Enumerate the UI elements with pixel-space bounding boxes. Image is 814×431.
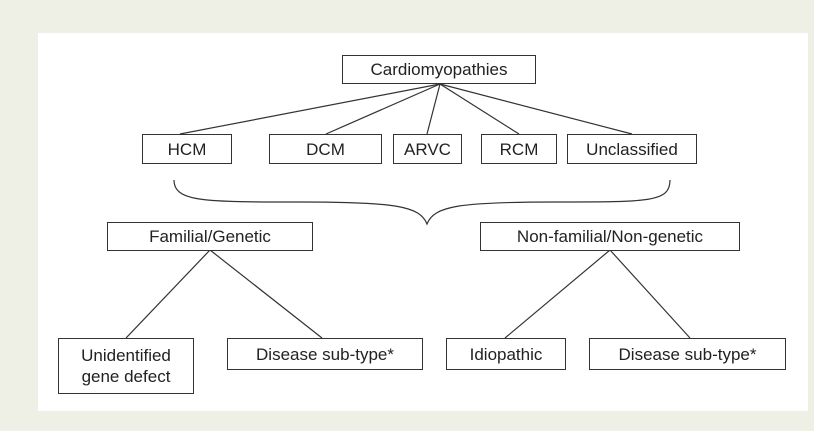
edge-nonfamilial-subtype: [609, 249, 691, 339]
type-node-unclassified: Unclassified: [567, 134, 697, 164]
familial-genetic-node: Familial/Genetic: [107, 222, 313, 251]
edge-root-dcm: [325, 83, 441, 135]
non-familial-disease-subtype-node: Disease sub-type*: [589, 338, 786, 370]
grouping-brace: [173, 179, 671, 226]
edge-familial-subtype: [209, 249, 323, 339]
non-familial-node: Non-familial/Non-genetic: [480, 222, 740, 251]
edge-root-hcm: [179, 83, 441, 135]
edge-familial-unidentified: [125, 249, 211, 339]
type-node-hcm: HCM: [142, 134, 232, 164]
familial-disease-subtype-node: Disease sub-type*: [227, 338, 423, 370]
edge-nonfamilial-idiopathic: [504, 249, 611, 339]
edge-root-rcm: [439, 83, 520, 135]
edge-root-unclassified: [439, 83, 633, 135]
idiopathic-node: Idiopathic: [446, 338, 566, 370]
type-node-dcm: DCM: [269, 134, 382, 164]
unidentified-gene-defect-node: Unidentified gene defect: [58, 338, 194, 394]
root-node: Cardiomyopathies: [342, 55, 536, 84]
type-node-arvc: ARVC: [393, 134, 462, 164]
edge-root-arvc: [426, 83, 441, 135]
type-node-rcm: RCM: [481, 134, 557, 164]
